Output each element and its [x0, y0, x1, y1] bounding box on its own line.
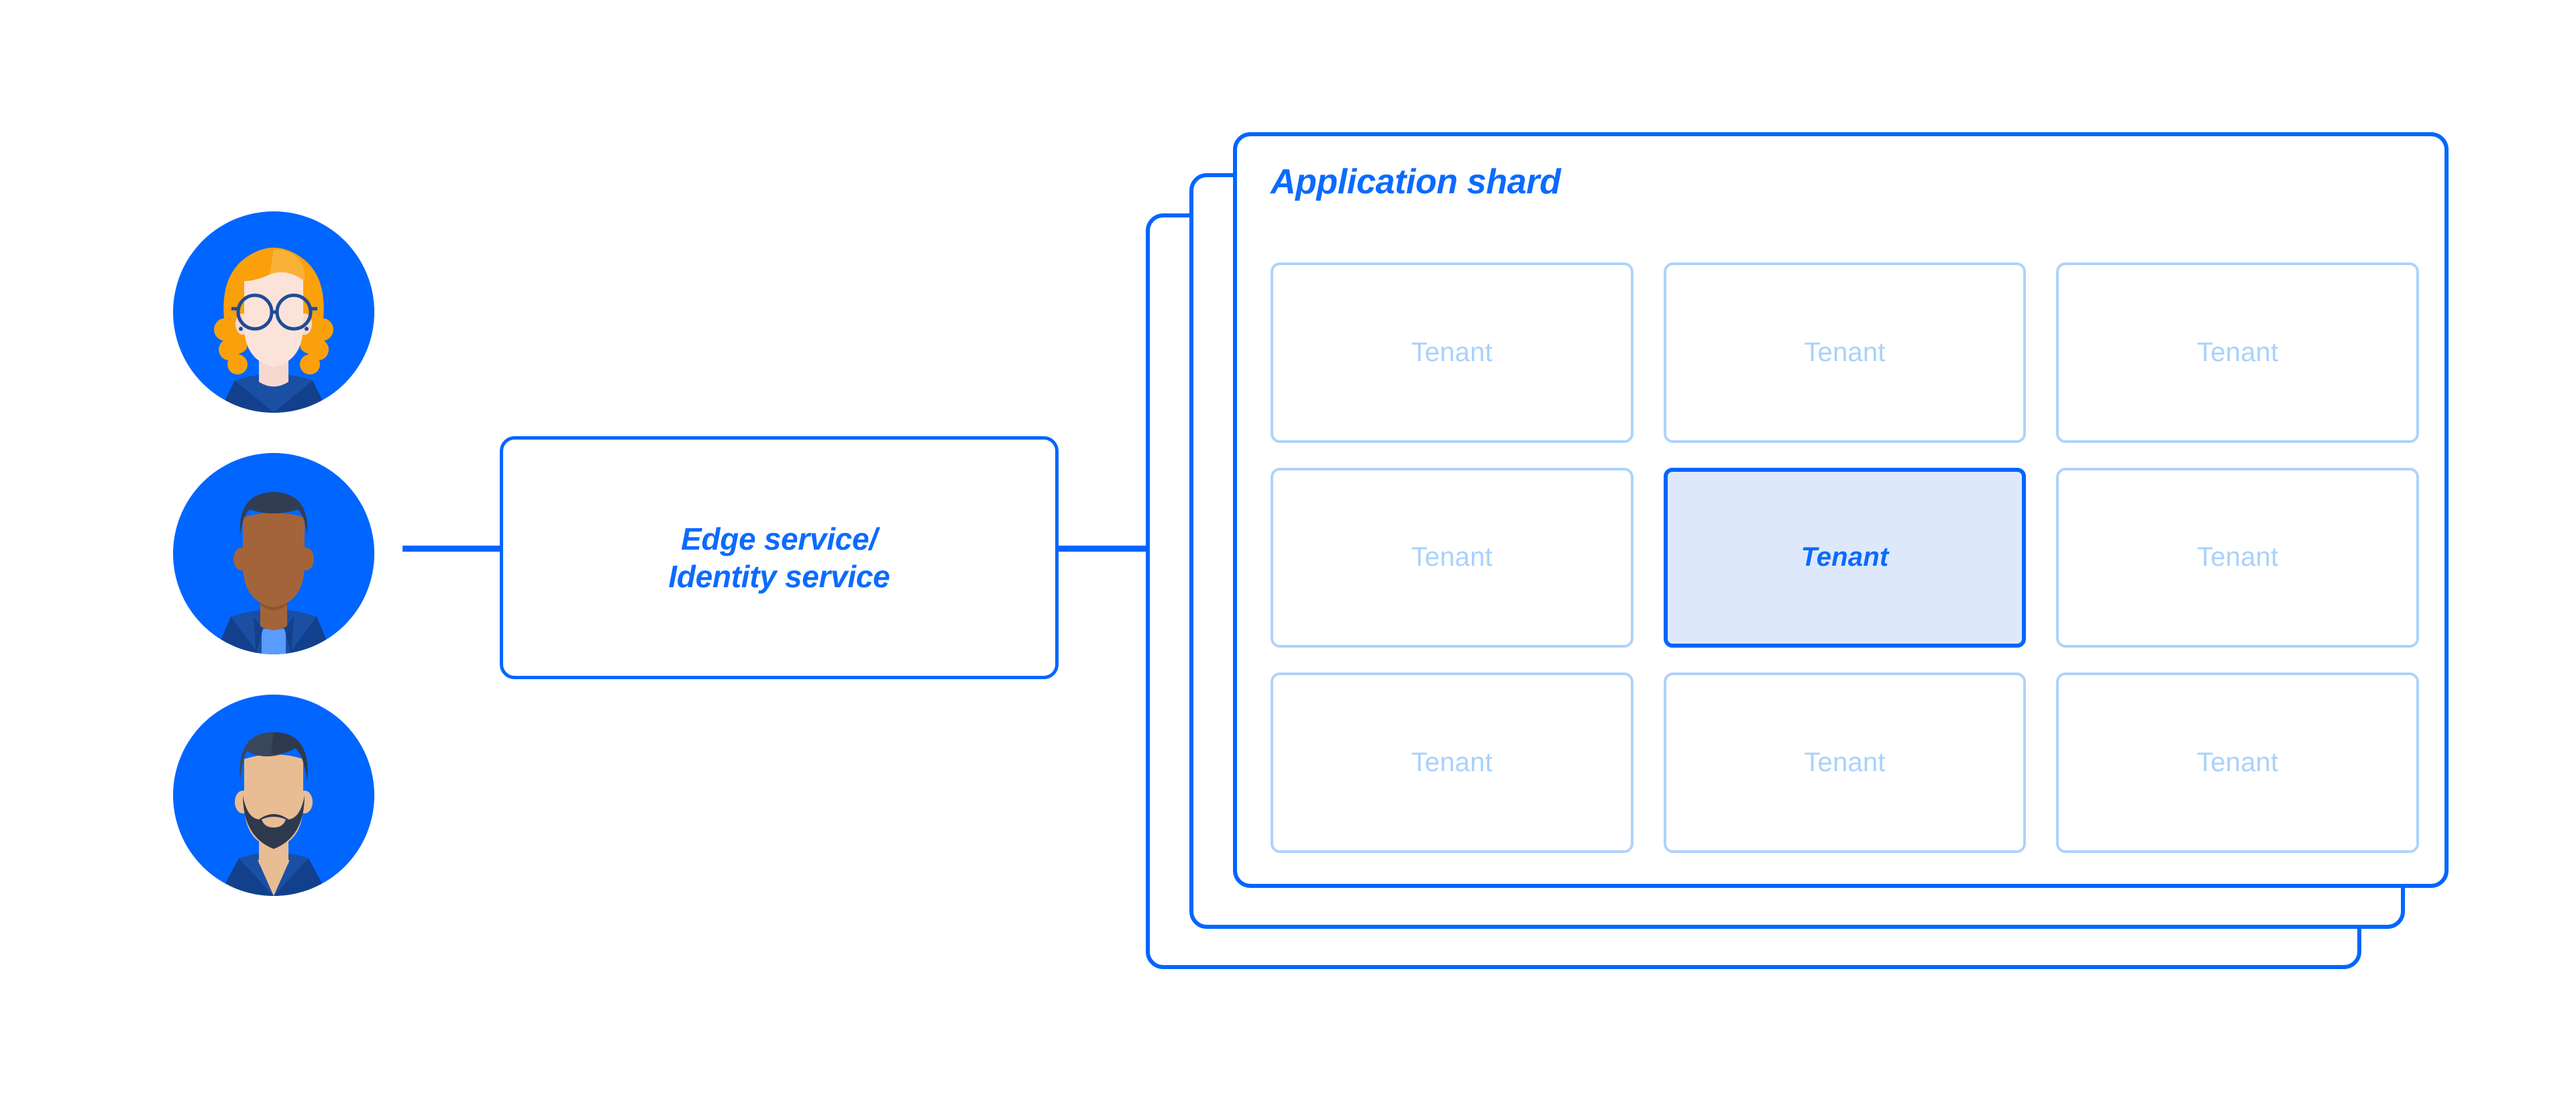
application-shard-card-1[interactable]: Application shard Tenant Tenant Tenant T…: [1233, 132, 2449, 888]
application-shard-title: Application shard: [1271, 162, 1561, 201]
tenant-label: Tenant: [1804, 748, 1886, 778]
tenant-label: Tenant: [1801, 542, 1889, 572]
tenant-cell-6[interactable]: Tenant: [2056, 467, 2419, 648]
user-avatar-3: [173, 695, 374, 896]
man-short-hair-illustration: [173, 453, 374, 654]
tenant-label: Tenant: [1411, 542, 1493, 572]
tenant-cell-1[interactable]: Tenant: [1271, 262, 1633, 443]
edge-service-box[interactable]: Edge service/ Identity service: [500, 436, 1059, 679]
tenant-cell-8[interactable]: Tenant: [1663, 672, 2027, 853]
tenant-grid: Tenant Tenant Tenant Tenant Tenant Tenan…: [1271, 262, 2419, 853]
tenant-label: Tenant: [1804, 337, 1886, 367]
tenant-label: Tenant: [2197, 337, 2279, 367]
tenant-cell-7[interactable]: Tenant: [1271, 672, 1633, 853]
tenant-cell-3[interactable]: Tenant: [2056, 262, 2419, 443]
tenant-label: Tenant: [2197, 542, 2279, 572]
user-avatar-1: [173, 211, 374, 413]
connector-users-to-edge-service: [402, 546, 502, 552]
connector-edge-service-to-shards: [1055, 546, 1152, 552]
tenant-cell-4[interactable]: Tenant: [1271, 467, 1633, 648]
woman-glasses-illustration: [173, 211, 374, 413]
tenant-cell-9[interactable]: Tenant: [2056, 672, 2419, 853]
tenant-label: Tenant: [1411, 748, 1493, 778]
tenant-label: Tenant: [2197, 748, 2279, 778]
tenant-cell-5-active[interactable]: Tenant: [1663, 467, 2027, 648]
edge-service-label: Edge service/ Identity service: [668, 521, 890, 594]
tenant-cell-2[interactable]: Tenant: [1663, 262, 2027, 443]
man-beard-illustration: [173, 695, 374, 896]
user-avatar-2: [173, 453, 374, 654]
tenant-label: Tenant: [1411, 337, 1493, 367]
